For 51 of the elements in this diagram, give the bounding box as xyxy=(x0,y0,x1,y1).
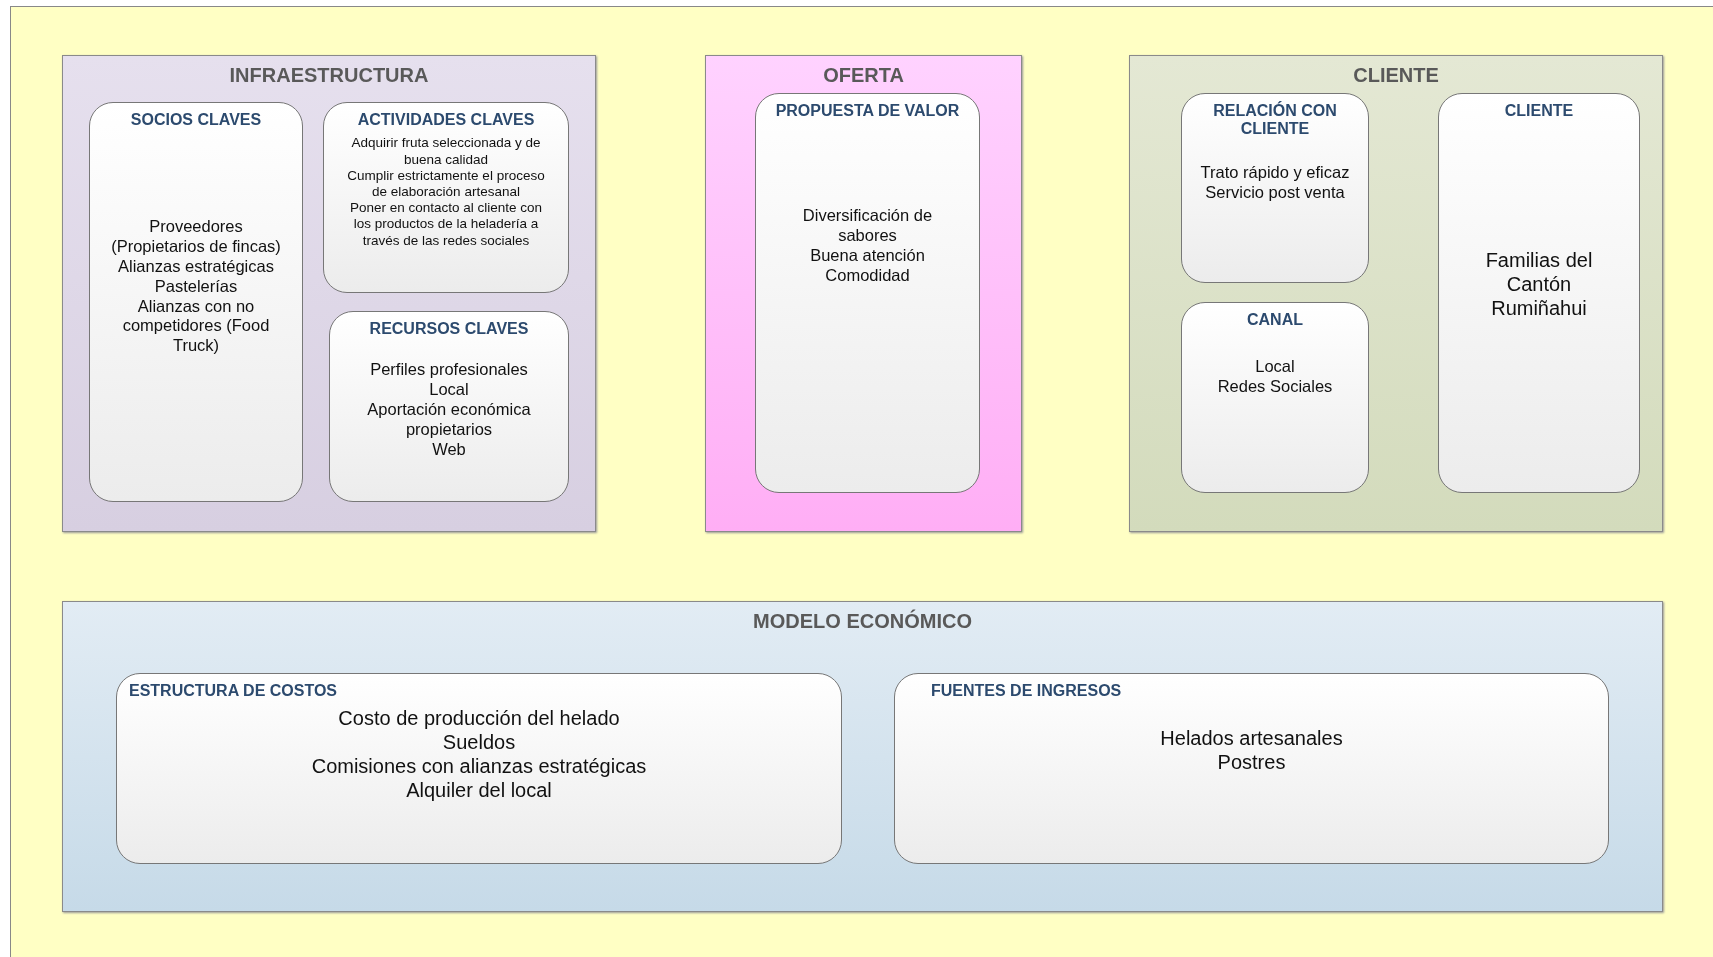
section-card xyxy=(1438,93,1640,493)
section-card xyxy=(894,673,1609,864)
section-title: MODELO ECONÓMICO xyxy=(752,610,973,633)
section-card xyxy=(323,102,569,293)
body-text: Comisiones con alianzas estratégicas xyxy=(311,754,647,779)
section-card xyxy=(89,102,303,502)
body-text: Servicio post venta xyxy=(1205,182,1345,203)
body-text: Local xyxy=(429,380,469,400)
body-text: Helados artesanales xyxy=(1160,726,1343,751)
section-title: CLIENTE xyxy=(1352,64,1440,87)
body-text: Postres xyxy=(1217,750,1286,775)
card-heading: CLIENTE xyxy=(1504,102,1574,121)
card-heading: RELACIÓN CON CLIENTE xyxy=(1212,102,1338,139)
card-heading: SOCIOS CLAVES xyxy=(130,111,262,130)
body-text: Proveedores (Propietarios de fincas) xyxy=(110,217,282,257)
section-title: INFRAESTRUCTURA xyxy=(228,64,430,87)
body-text: Adquirir fruta seleccionada y de buena calidad xyxy=(350,135,542,168)
section-card xyxy=(1181,93,1369,283)
card-heading: RECURSOS CLAVES xyxy=(369,320,529,339)
body-text: Poner en contacto al cliente con los productos de la heladería a través de las redes sociales xyxy=(348,200,544,249)
body-text: Alquiler del local xyxy=(406,778,552,803)
card-heading: PROPUESTA DE VALOR xyxy=(775,102,960,121)
body-text: Local xyxy=(1255,357,1295,378)
body-text: Alianzas con no competidores (Food Truck) xyxy=(121,296,271,356)
section-title: OFERTA xyxy=(822,64,905,87)
body-text: Costo de producción del helado xyxy=(338,706,620,731)
body-text: Aportación económica propietarios xyxy=(366,400,532,440)
body-text: Sueldos xyxy=(442,730,516,755)
body-text: Cumplir estrictamente el proceso de elaboración artesanal xyxy=(346,167,546,201)
section-panel xyxy=(62,601,1663,912)
section-card xyxy=(1181,302,1369,493)
section-panel xyxy=(62,55,596,532)
card-heading: ACTIVIDADES CLAVES xyxy=(357,111,535,130)
body-text: Perfiles profesionales xyxy=(370,360,528,381)
body-text: Pastelerías xyxy=(154,276,238,297)
card-heading: FUENTES DE INGRESOS xyxy=(931,682,1122,701)
body-text: Diversificación de sabores xyxy=(801,206,934,246)
card-heading: ESTRUCTURA DE COSTOS xyxy=(129,682,337,701)
section-card xyxy=(116,673,842,864)
section-card xyxy=(329,311,569,502)
body-text: Redes Sociales xyxy=(1217,377,1333,397)
section-card xyxy=(755,93,980,493)
card-heading: CANAL xyxy=(1247,311,1303,330)
body-text: Familias del Cantón Rumiñahui xyxy=(1484,248,1594,321)
body-text: Comodidad xyxy=(825,265,910,286)
body-text: Alianzas estratégicas xyxy=(118,257,274,277)
body-text: Web xyxy=(432,439,466,460)
body-text: Buena atención xyxy=(810,246,925,266)
section-panel xyxy=(705,55,1022,532)
section-panel xyxy=(1129,55,1663,532)
body-text: Trato rápido y eficaz xyxy=(1200,162,1350,183)
